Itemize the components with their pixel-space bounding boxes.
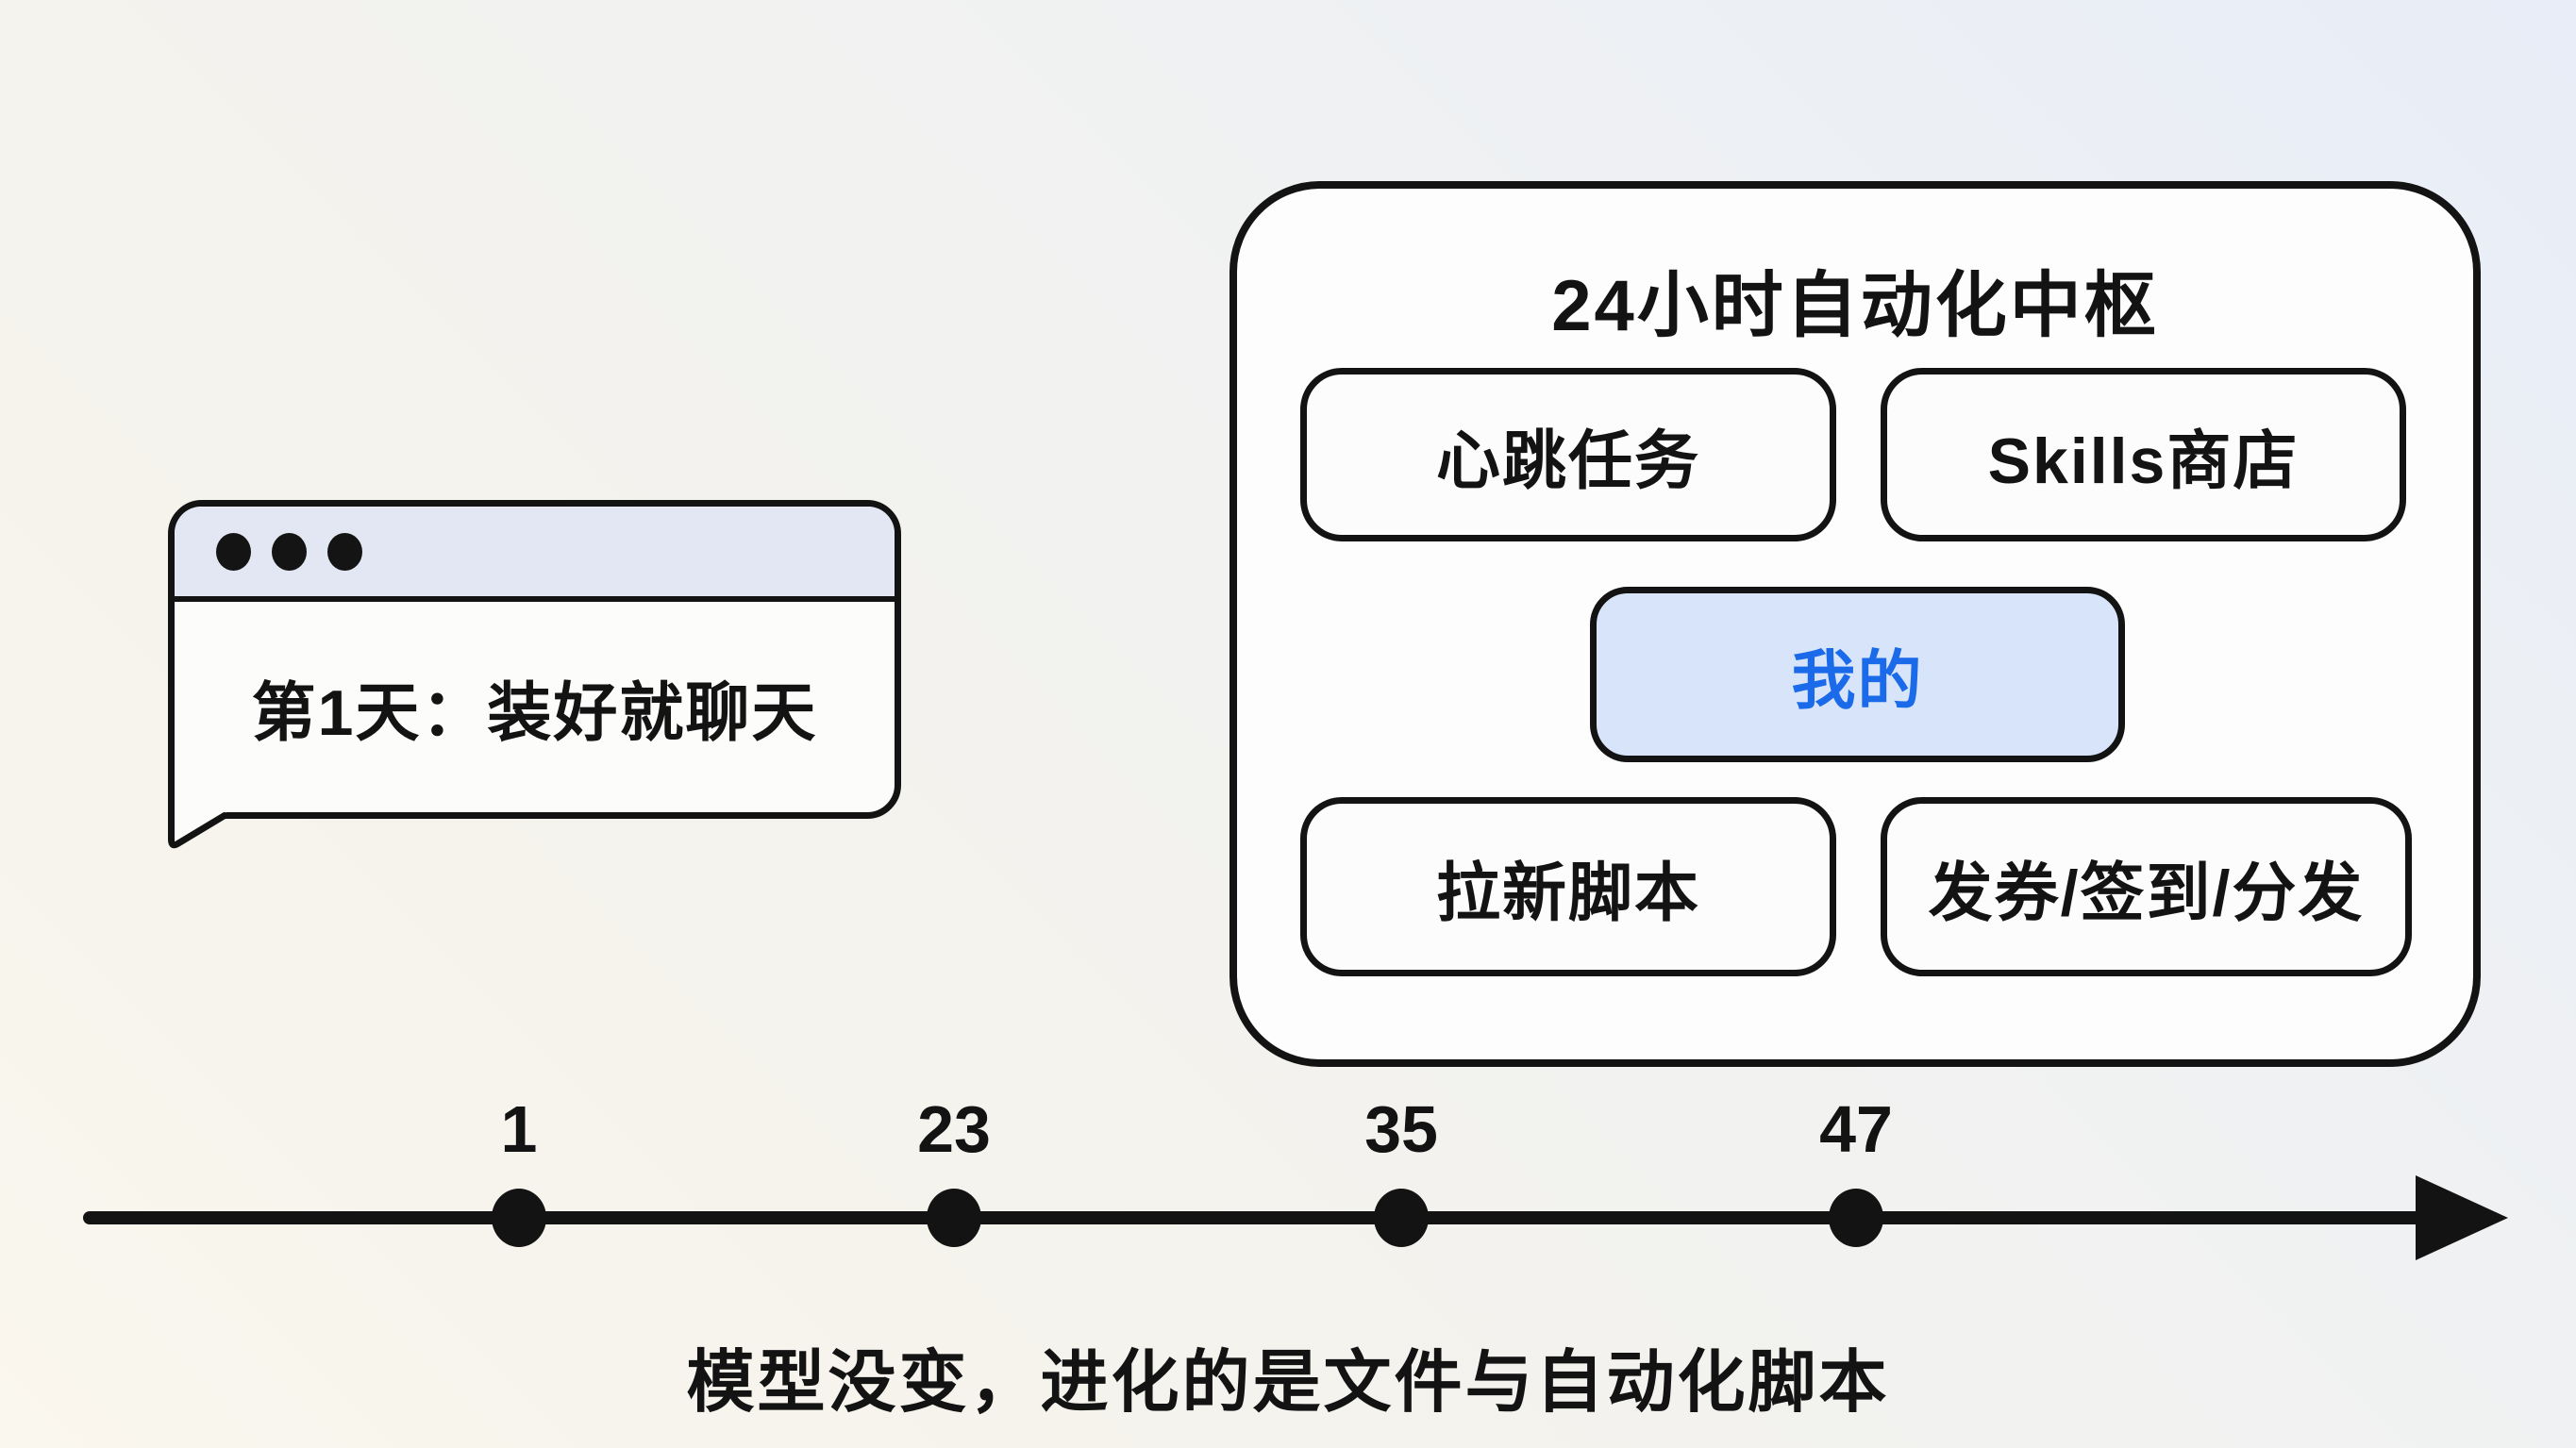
hub-title: 24小时自动化中枢 bbox=[1551, 266, 2159, 346]
automation-hub-box: 24小时自动化中枢 心跳任务 Skills商店 我的 拉新脚本 发券/签到/分发 bbox=[1229, 181, 2481, 1067]
window-control-dot bbox=[216, 532, 251, 571]
chat-message: 第1天：装好就聊天 bbox=[251, 677, 818, 749]
window-control-dot bbox=[327, 532, 362, 571]
hub-button-mine: 我的 bbox=[1590, 587, 2125, 762]
chat-window: 第1天：装好就聊天 bbox=[168, 500, 901, 819]
timeline-dot bbox=[927, 1189, 981, 1247]
hub-button-coupon-checkin-distribution: 发券/签到/分发 bbox=[1881, 797, 2412, 976]
timeline-label: 47 bbox=[1819, 1092, 1893, 1166]
caption: 模型没变，进化的是文件与自动化脚本 bbox=[686, 1345, 1890, 1421]
timeline-dot bbox=[492, 1189, 546, 1247]
timeline-axis bbox=[83, 1211, 2429, 1224]
timeline-label: 23 bbox=[917, 1092, 991, 1166]
chat-window-titlebar bbox=[175, 507, 895, 602]
timeline-dot bbox=[1374, 1189, 1429, 1247]
hub-button-referral-script: 拉新脚本 bbox=[1300, 797, 1836, 976]
timeline-dot bbox=[1829, 1189, 1883, 1247]
window-control-dot bbox=[272, 532, 307, 571]
timeline-arrowhead-icon bbox=[2416, 1175, 2508, 1260]
hub-button-heartbeat-tasks: 心跳任务 bbox=[1300, 368, 1836, 541]
timeline-label: 1 bbox=[500, 1092, 538, 1166]
timeline-label: 35 bbox=[1364, 1092, 1438, 1166]
hub-button-skills-store: Skills商店 bbox=[1881, 368, 2406, 541]
speech-bubble-tail-icon bbox=[168, 812, 228, 849]
